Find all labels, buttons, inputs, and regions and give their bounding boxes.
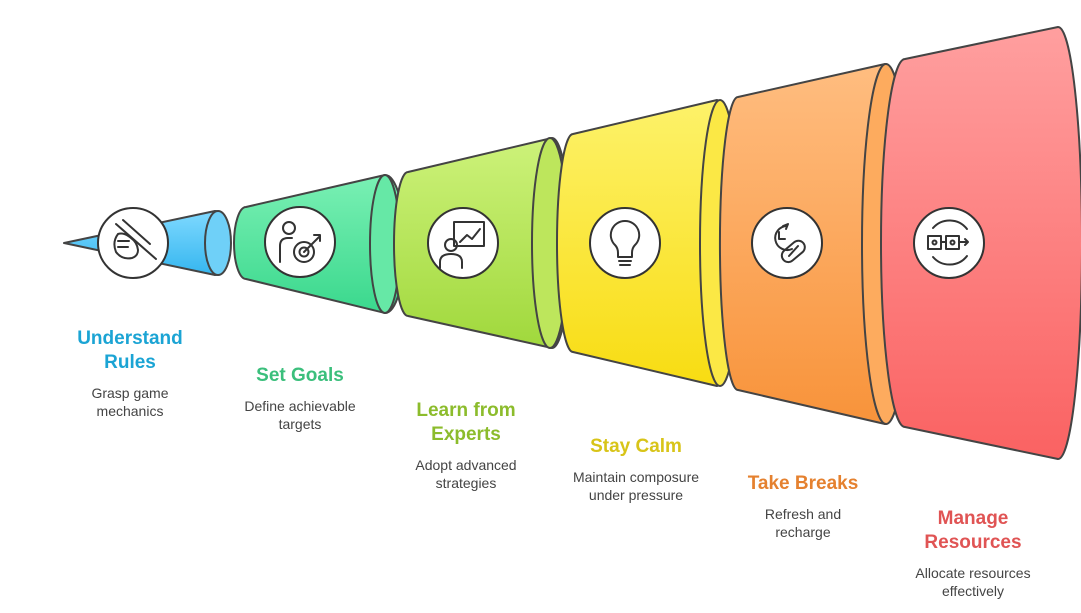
hand-chopsticks-icon (97, 207, 169, 279)
step-label-3: Learn from Experts Adopt advanced strate… (386, 399, 546, 492)
step-label-6: Manage Resources Allocate resources effe… (888, 507, 1058, 600)
step-title: Understand Rules (77, 328, 183, 373)
step-title: Manage Resources (924, 508, 1022, 553)
step-label-4: Stay Calm Maintain composure under press… (546, 435, 726, 504)
person-target-icon (264, 206, 336, 278)
step-description: Refresh and recharge (764, 506, 842, 540)
step-label-1: Understand Rules Grasp game mechanics (55, 327, 205, 420)
step-label-5: Take Breaks Refresh and recharge (725, 472, 881, 541)
clock-pill-icon (751, 207, 823, 279)
step-description: Adopt advanced strategies (415, 457, 517, 491)
step-title: Take Breaks (747, 473, 859, 494)
presenter-chart-icon (427, 207, 499, 279)
step-description: Define achievable targets (244, 398, 356, 432)
step-title: Set Goals (256, 365, 344, 386)
lightbulb-icon (589, 207, 661, 279)
step-description: Maintain composure under pressure (572, 469, 700, 503)
step-description: Grasp game mechanics (91, 385, 169, 419)
step-description: Allocate resources effectively (915, 565, 1031, 599)
step-title: Learn from Experts (416, 400, 516, 445)
step-title: Stay Calm (590, 436, 682, 457)
step-label-2: Set Goals Define achievable targets (212, 364, 388, 433)
resource-cycle-icon (913, 207, 985, 279)
